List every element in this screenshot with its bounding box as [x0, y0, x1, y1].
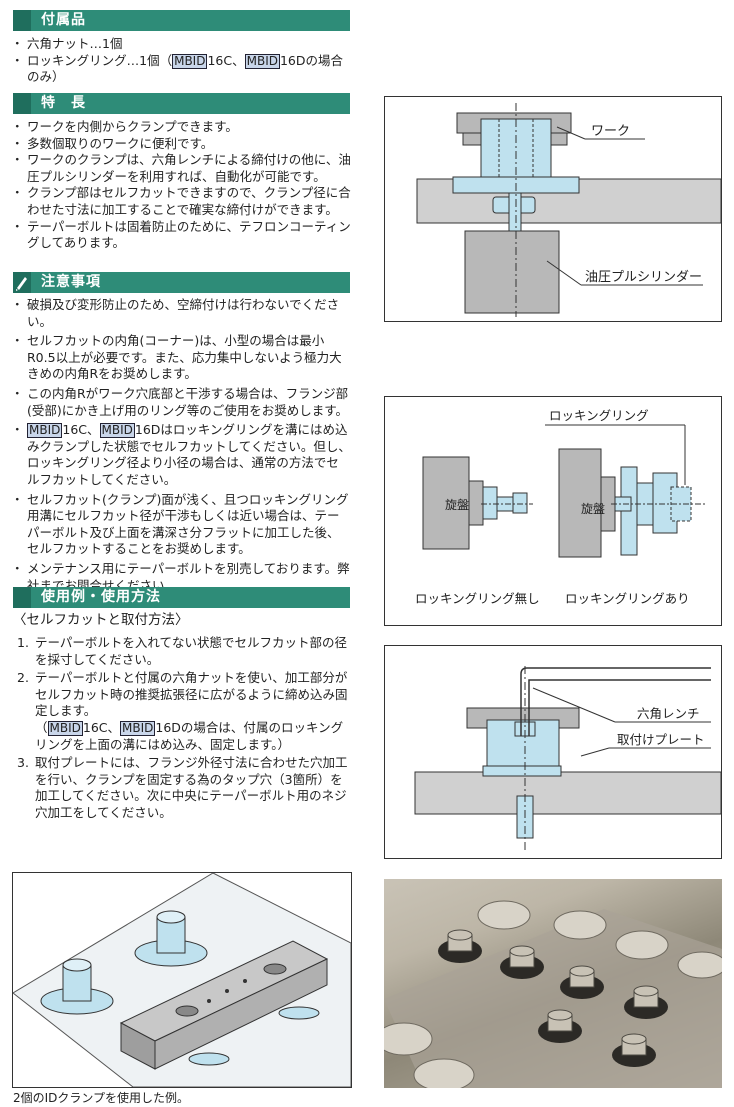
isometric-drawing: [12, 872, 352, 1088]
list-item: 多数個取りのワークに便利です。: [11, 136, 351, 153]
list-item: 破損及び変形防止のため、空締付けは行わないでください。: [11, 297, 351, 330]
section-title: 付属品: [41, 12, 86, 28]
step-item: 1.テーパーボルトを入れてない状態でセルフカット部の径を採寸してください。: [17, 635, 348, 667]
caption-with-ring: ロッキングリングあり: [565, 591, 690, 606]
list-item: この内角Rがワーク穴底部と干渉する場合は、フランジ部(受部)にかき上げ用のリング…: [11, 386, 351, 419]
lathe-left-label: 旋盤: [445, 498, 469, 512]
header-square-icon: [13, 93, 31, 114]
work-label: ワーク: [591, 124, 630, 139]
caption-without-ring: ロッキングリング無し: [415, 591, 540, 606]
figure-cylinder: ワーク 油圧プルシリンダー: [384, 96, 722, 322]
features-list: ワークを内側からクランプできます。 多数個取りのワークに便利です。 ワークのクラ…: [11, 119, 351, 252]
product-photo: [384, 879, 722, 1088]
figure-mounting: 六角レンチ 取付けプレート: [384, 645, 722, 859]
ring-label: ロッキングリング: [549, 408, 649, 423]
model-tag: MBID: [172, 53, 208, 69]
list-item: 六角ナット…1個: [11, 36, 351, 53]
cylinder-label: 油圧プルシリンダー: [585, 270, 702, 285]
model-tag: MBID: [120, 720, 156, 736]
usage-subtitle: 〈セルフカットと取付方法〉: [13, 612, 189, 628]
wrench-label: 六角レンチ: [637, 706, 700, 721]
list-item: セルフカットの内角(コーナー)は、小型の場合は最小R0.5以上が必要です。また、…: [11, 333, 351, 383]
section-header-accessories: 付属品: [13, 10, 350, 31]
mounting-diagram: 六角レンチ 取付けプレート: [414, 666, 722, 852]
pen-icon: [13, 272, 31, 293]
header-square-icon: [13, 10, 31, 31]
figure-usage-example: [12, 872, 352, 1088]
list-item: テーパーボルトは固着防止のために、テフロンコーティングしてあります。: [11, 219, 351, 252]
accessories-list: 六角ナット…1個 ロッキングリング…1個（MBID16C、MBID16Dの場合の…: [11, 36, 351, 86]
cylinder-diagram: ワーク 油圧プルシリンダー: [416, 103, 722, 317]
section-header-usage: 使用例・使用方法: [13, 587, 350, 608]
model-tag: MBID: [99, 423, 135, 439]
section-title: 注意事項: [41, 274, 101, 290]
section-title: 使用例・使用方法: [41, 589, 161, 605]
section-header-cautions: 注意事項: [13, 272, 350, 293]
model-tag: MBID: [47, 720, 83, 736]
figure-usage-caption: 2個のIDクランプを使用した例。: [13, 1091, 190, 1105]
list-item: ワークのクランプは、六角レンチによる締付けの他に、油圧プルシリンダーを利用すれば…: [11, 152, 351, 185]
model-tag: MBID: [27, 423, 63, 439]
step-item: 3.取付プレートには、フランジ外径寸法に合わせた穴加工を行い、クランプを固定する…: [17, 755, 348, 820]
cautions-list: 破損及び変形防止のため、空締付けは行わないでください。 セルフカットの内角(コー…: [11, 297, 351, 594]
header-square-icon: [13, 587, 31, 608]
clamps-photo-illustration: [384, 900, 722, 1088]
usage-steps: 1.テーパーボルトを入れてない状態でセルフカット部の径を採寸してください。 2.…: [17, 635, 353, 822]
list-item: セルフカット(クランプ)面が浅く、且つロッキングリング用溝にセルフカット径が干渉…: [11, 492, 351, 558]
lathe-diagram: 旋盤 旋盤 ロッキングリング ロッキングリング無し ロッキングリングあり: [415, 408, 705, 606]
lathe-right-label: 旋盤: [581, 502, 605, 516]
list-item: クランプ部はセルフカットできますので、クランプ径に合わせた寸法に加工することで確…: [11, 185, 351, 218]
section-header-features: 特 長: [13, 93, 350, 114]
section-title: 特 長: [41, 95, 86, 111]
plate-label: 取付けプレート: [617, 732, 705, 747]
list-item: MBID16C、MBID16Dはロッキングリングを溝にはめ込みクランプした状態で…: [11, 422, 351, 488]
model-tag: MBID: [244, 53, 280, 69]
figure-lathe: 旋盤 旋盤 ロッキングリング ロッキングリング無し ロッキングリングあり: [384, 396, 722, 626]
step-item: 2.テーパーボルトと付属の六角ナットを使い、加工部分がセルフカット時の推奨拡張径…: [17, 670, 348, 752]
list-item: ワークを内側からクランプできます。: [11, 119, 351, 136]
